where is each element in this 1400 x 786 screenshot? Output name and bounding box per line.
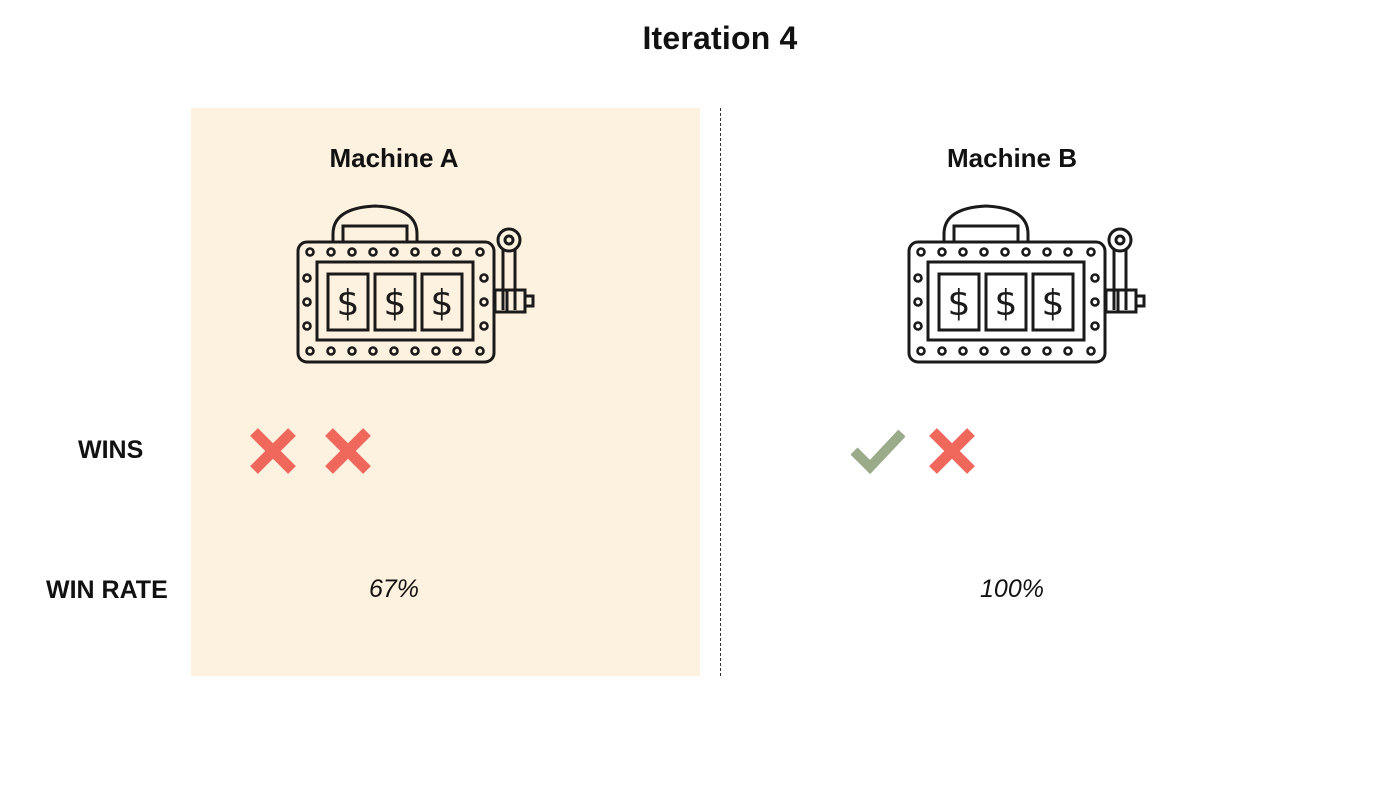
svg-text:$: $ <box>995 283 1018 324</box>
wins-row-label: WINS <box>78 436 144 464</box>
slot-machine-icon: $ $ $ <box>906 200 1146 370</box>
machine-b-win-rate: 100% <box>980 575 1044 603</box>
machine-a-highlight-panel <box>191 108 700 676</box>
svg-text:$: $ <box>431 283 454 324</box>
cross-icon <box>925 424 979 478</box>
machine-divider <box>720 108 721 676</box>
slot-machine-icon: $ $ $ <box>295 200 535 370</box>
cross-icon <box>321 424 375 478</box>
machine-a-win-rate: 67% <box>368 575 420 603</box>
machine-b-title: Machine B <box>946 143 1078 173</box>
svg-text:$: $ <box>948 283 971 324</box>
check-icon <box>851 424 905 478</box>
machine-a-title: Machine A <box>329 143 459 173</box>
svg-text:$: $ <box>1042 283 1065 324</box>
page-title: Iteration 4 <box>642 20 798 56</box>
cross-icon <box>246 424 300 478</box>
svg-text:$: $ <box>384 283 407 324</box>
svg-text:$: $ <box>337 283 360 324</box>
win-rate-row-label: WIN RATE <box>46 576 168 604</box>
